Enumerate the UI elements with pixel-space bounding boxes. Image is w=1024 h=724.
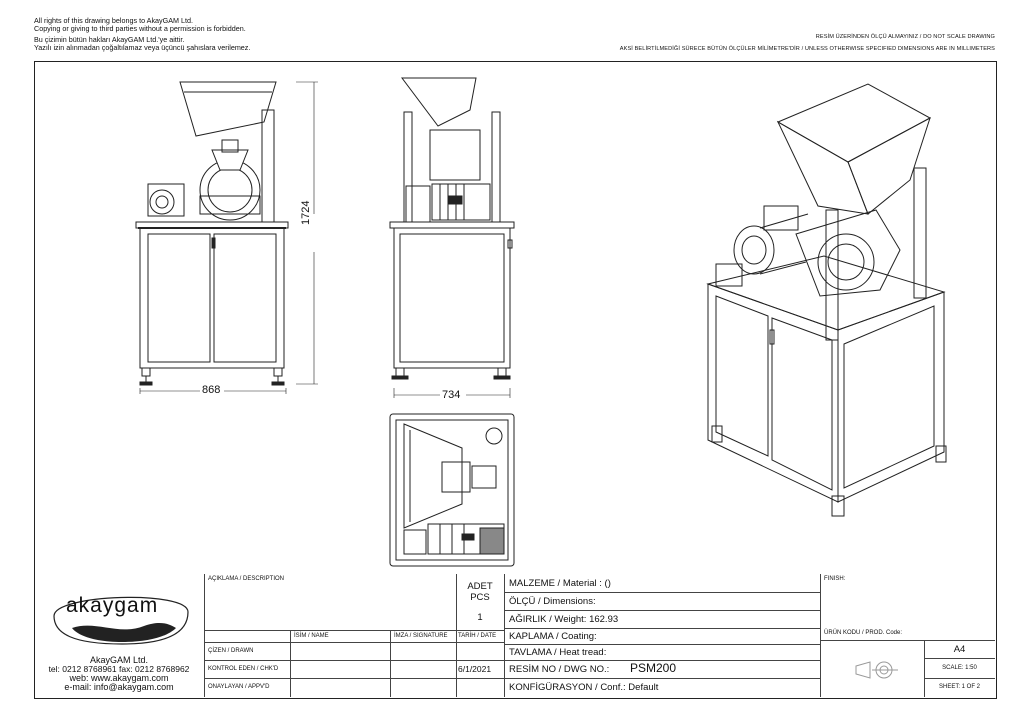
approved-label: ONAYLAYAN / APPV'D xyxy=(208,684,270,690)
dwg-no-value: PSM200 xyxy=(630,661,677,675)
company-web: web: www.akaygam.com xyxy=(69,673,169,683)
description-label: AÇIKLAMA / DESCRIPTION xyxy=(208,576,285,582)
dimensions-field: ÖLÇÜ / Dimensions: xyxy=(509,596,596,607)
coating-field: KAPLAMA / Coating: xyxy=(509,631,597,642)
notice-line: Bu çizimin bütün hakları AkayGAM Ltd.'ye… xyxy=(34,35,185,44)
logo-text: akaygam xyxy=(66,594,159,617)
notice-line: RESİM ÜZERİNDEN ÖLÇÜ ALMAYINIZ / DO NOT … xyxy=(815,34,995,40)
heat-treat-field: TAVLAMA / Heat tread: xyxy=(509,647,607,658)
notice-line: Yazılı izin alınmadan çoğaltılamaz veya … xyxy=(34,43,251,52)
akaygam-logo xyxy=(53,596,189,645)
company-phone: tel: 0212 8768961 fax: 0212 8768962 xyxy=(48,664,190,674)
side-view xyxy=(389,77,515,398)
top-view xyxy=(389,413,515,567)
finish-label: FINISH: xyxy=(824,576,846,582)
dimension-width-front: 868 xyxy=(202,384,221,396)
sheet-size: A4 xyxy=(953,644,966,655)
checked-label: KONTROL EDEN / CHK'D xyxy=(208,666,279,672)
weight-field: AĞIRLIK / Weight: 162.93 xyxy=(509,614,619,625)
date-value: 6/1/2021 xyxy=(458,664,492,674)
notice-line: All rights of this drawing belongs to Ak… xyxy=(34,16,194,25)
dimension-height: 1724 xyxy=(300,200,312,225)
prod-code-label: ÜRÜN KODU / PROD. Code: xyxy=(824,630,903,636)
dwg-no-label: RESİM NO / DWG NO.: xyxy=(509,664,610,675)
signature-label: İMZA / SIGNATURE xyxy=(394,633,448,639)
front-view xyxy=(135,81,318,394)
drawing-frame xyxy=(34,61,997,699)
pcs-label-en: PCS xyxy=(470,592,490,603)
notice-line: AKSİ BELİRTİLMEDİĞİ SÜRECE BÜTÜN ÖLÇÜLER… xyxy=(619,46,995,52)
copyright-notice: All rights of this drawing belongs to Ak… xyxy=(34,17,250,52)
dimension-width-side: 734 xyxy=(442,389,461,401)
company-name: AkayGAM Ltd. xyxy=(89,655,149,665)
date-label: TARİH / DATE xyxy=(458,633,497,639)
isometric-view xyxy=(706,83,947,517)
projection-symbol-icon xyxy=(855,661,898,679)
pcs-value: 1 xyxy=(477,612,483,623)
name-label: İSİM / NAME xyxy=(294,633,329,639)
pcs-label-tr: ADET xyxy=(467,581,493,592)
title-block: akaygam AkayGAM Ltd. tel: 0212 8768961 f… xyxy=(34,574,995,697)
material-field: MALZEME / Material : () xyxy=(509,578,611,589)
notice-line: Copying or giving to third parties witho… xyxy=(34,24,246,33)
scale-value: SCALE: 1:50 xyxy=(942,665,977,671)
sheet-number: SHEET: 1 OF 2 xyxy=(938,684,980,690)
scale-notice: RESİM ÜZERİNDEN ÖLÇÜ ALMAYINIZ / DO NOT … xyxy=(620,34,995,53)
drawn-label: ÇİZEN / DRAWN xyxy=(208,648,254,654)
company-email: e-mail: info@akaygam.com xyxy=(64,682,174,692)
configuration-field: KONFİGÜRASYON / Conf.: Default xyxy=(509,682,659,693)
